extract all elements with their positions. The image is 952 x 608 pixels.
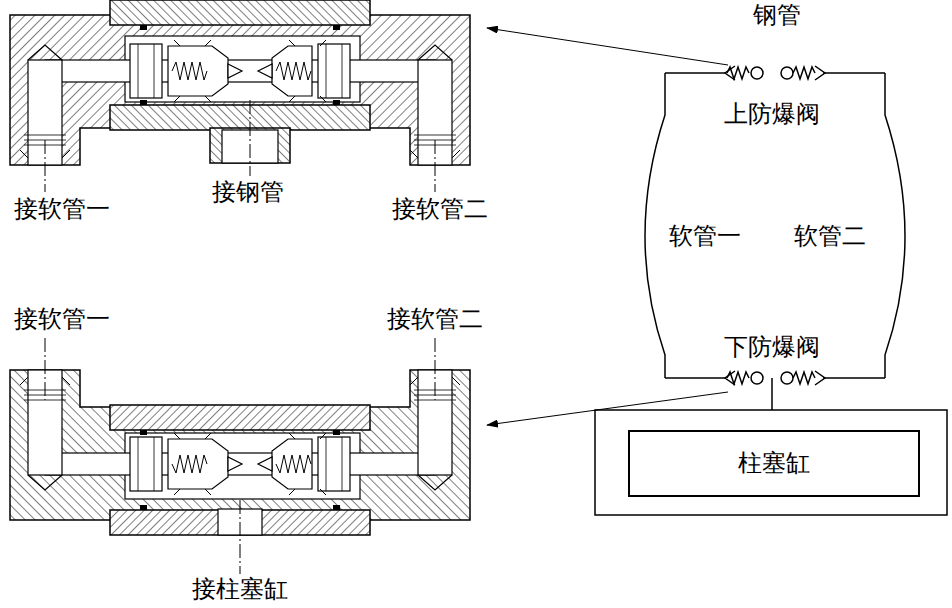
part-label: 软管二 xyxy=(794,223,866,251)
cylinder-label: 柱塞缸 xyxy=(738,450,810,478)
upper-valve-section xyxy=(10,0,470,192)
part-label: 下防爆阀 xyxy=(724,334,820,362)
part-label: 接柱塞缸 xyxy=(192,576,288,604)
hydraulic-schematic xyxy=(595,66,947,515)
part-label: 接软管二 xyxy=(387,306,483,334)
lower-valve-section xyxy=(10,338,470,574)
part-label: 接钢管 xyxy=(212,179,284,207)
part-label: 接软管二 xyxy=(392,196,488,224)
part-label: 上防爆阀 xyxy=(724,101,820,129)
part-label: 接软管一 xyxy=(14,196,110,224)
part-label: 钢管 xyxy=(753,2,801,30)
part-label: 接软管一 xyxy=(14,306,110,334)
cylinder-box: 柱塞缸 xyxy=(628,430,920,497)
part-label: 软管一 xyxy=(669,223,741,251)
